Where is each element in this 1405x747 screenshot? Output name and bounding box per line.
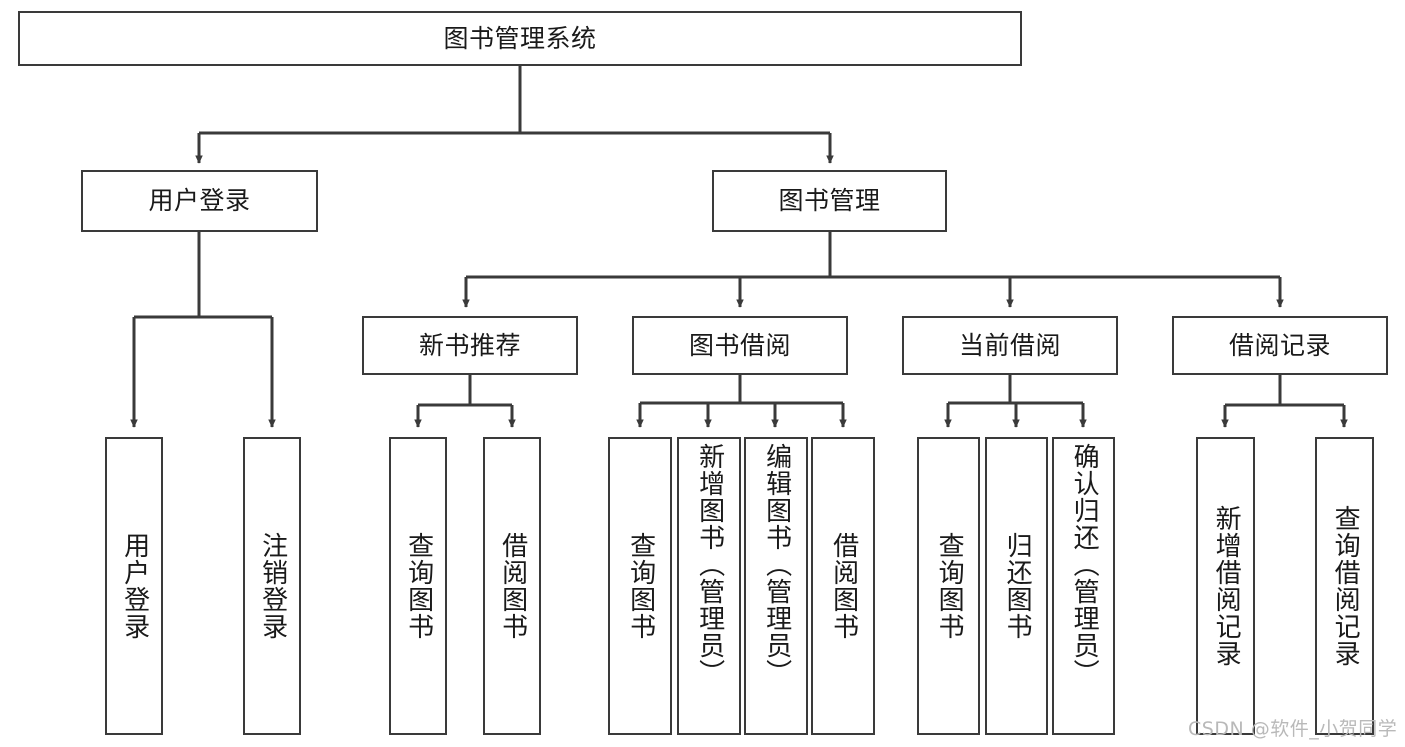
node-label: 借阅图书 [497,532,528,640]
node-label: 查询图书 [625,532,656,640]
node-label: 查询借阅记录 [1330,505,1361,667]
node-leaf-rec-query-book[interactable]: 查询图书 [389,437,447,735]
node-book-borrowing[interactable]: 图书借阅 [632,316,848,375]
node-leaf-cur-query-book[interactable]: 查询图书 [917,437,980,735]
node-label: 当前借阅 [958,330,1061,360]
node-leaf-logout[interactable]: 注销登录 [243,437,301,735]
node-label: 查询图书 [403,532,434,640]
node-leaf-cur-return-book[interactable]: 归还图书 [985,437,1048,735]
node-label: 借阅记录 [1228,330,1331,360]
node-label: 用户登录 [119,532,150,640]
node-label: 归还图书 [1002,532,1033,640]
node-leaf-login-user[interactable]: 用户登录 [105,437,163,735]
node-borrowing-record[interactable]: 借阅记录 [1172,316,1388,375]
node-book-management[interactable]: 图书管理 [712,170,947,232]
node-new-book-recommendation[interactable]: 新书推荐 [362,316,578,375]
node-label: 新书推荐 [418,330,521,360]
node-leaf-rec-borrow-book[interactable]: 借阅图书 [483,437,541,735]
node-label: 查询图书 [934,532,965,640]
node-current-borrowing[interactable]: 当前借阅 [902,316,1118,375]
node-leaf-borrow-add-book[interactable]: 新增图书（管理员） [677,437,741,735]
node-label: 借阅图书 [828,532,859,640]
node-label: 图书借阅 [688,330,791,360]
node-label: 确认归还（管理员） [1069,443,1100,686]
node-leaf-borrow-query-book[interactable]: 查询图书 [608,437,672,735]
node-user-login[interactable]: 用户登录 [81,170,318,232]
csdn-watermark: CSDN @软件_小贺同学 [1188,718,1398,740]
node-label: 图书管理 [778,186,881,216]
node-root-book-management-system[interactable]: 图书管理系统 [18,11,1022,66]
node-label: 图书管理系统 [443,23,597,53]
node-leaf-borrow-borrow-book[interactable]: 借阅图书 [811,437,875,735]
node-leaf-cur-confirm-return[interactable]: 确认归还（管理员） [1052,437,1115,735]
node-label: 用户登录 [148,186,251,216]
node-leaf-rec-query-record[interactable]: 查询借阅记录 [1315,437,1374,735]
node-label: 编辑图书（管理员） [761,443,792,686]
node-leaf-rec-add-record[interactable]: 新增借阅记录 [1196,437,1255,735]
node-label: 注销登录 [257,532,288,640]
node-label: 新增图书（管理员） [694,443,725,686]
node-leaf-borrow-edit-book[interactable]: 编辑图书（管理员） [744,437,808,735]
node-label: 新增借阅记录 [1211,505,1242,667]
